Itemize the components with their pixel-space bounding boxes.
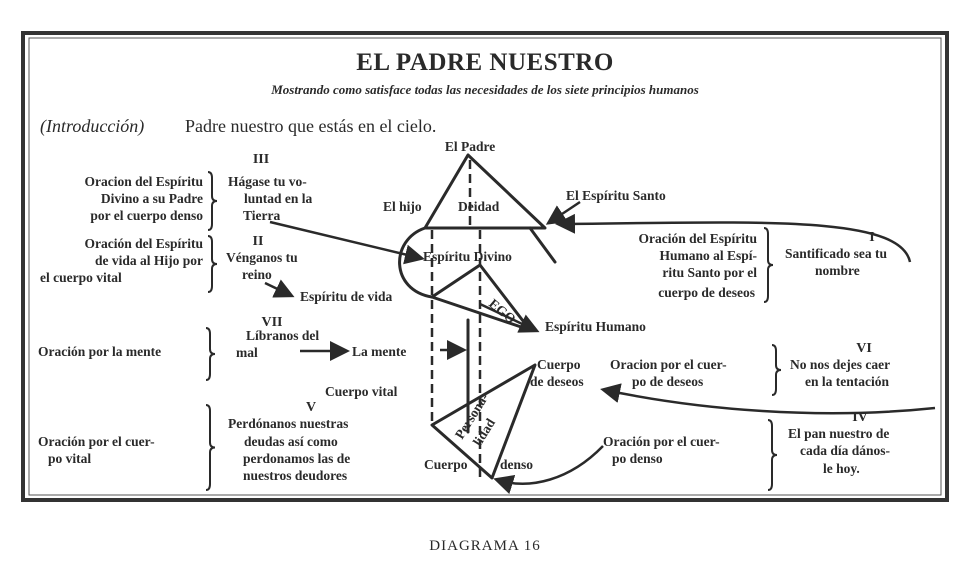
arrow-tierra: [269, 220, 425, 265]
petition-2: Oración del Espíritu de vida al Hijo por…: [40, 234, 298, 285]
brace-prayer-3: [207, 171, 218, 231]
svg-text:No nos dejes caer: No nos dejes caer: [790, 357, 890, 372]
label-cuerpo-deseos-2: de deseos: [530, 374, 584, 389]
svg-text:Santificado sea tu: Santificado sea tu: [785, 246, 888, 261]
svg-text:mal: mal: [236, 345, 258, 360]
svg-text:Oración del Espíritu: Oración del Espíritu: [638, 231, 757, 246]
personality-triangle: [430, 363, 537, 480]
svg-text:nombre: nombre: [815, 263, 860, 278]
spirit-circle-arc: [398, 226, 434, 299]
label-espiritu-de-vida: Espíritu de vida: [300, 289, 393, 304]
arrow-petition-6: [600, 383, 936, 415]
diagram-lines: [205, 153, 936, 495]
outer-frame: [21, 31, 949, 502]
intro-text: Padre nuestro que estás en el cielo.: [185, 116, 436, 136]
petition-3: Oracion del Espíritu Divino a su Padre p…: [84, 152, 312, 223]
deity-extension: [528, 226, 557, 264]
label-el-hijo: El hijo: [383, 199, 422, 214]
svg-text:Hágase tu vo-: Hágase tu vo-: [228, 174, 307, 189]
label-espiritu-humano: Espíritu Humano: [545, 319, 646, 334]
diagram-title: EL PADRE NUESTRO: [356, 49, 614, 76]
brace-prayer-6: [771, 344, 782, 396]
brace-prayer-7: [205, 327, 216, 381]
svg-text:nuestros deudores: nuestros deudores: [243, 468, 347, 483]
svg-text:cada día dános-: cada día dános-: [800, 443, 890, 458]
svg-text:Humano al Espí-: Humano al Espí-: [659, 248, 757, 263]
arrow-reino: [264, 279, 295, 298]
arrow-humano: [479, 302, 540, 333]
svg-text:IV: IV: [852, 410, 868, 425]
brace-prayer-1: [763, 227, 774, 303]
intro-label: (Introducción): [40, 116, 144, 137]
svg-text:po vital: po vital: [48, 451, 91, 466]
arrow-santo: [545, 200, 581, 225]
label-el-padre: El Padre: [445, 139, 495, 154]
diagram-subtitle: Mostrando como satisface todas las neces…: [270, 82, 699, 97]
label-espiritu-divino: Espíritu Divino: [423, 249, 512, 264]
diagram-caption: DIAGRAMA 16: [429, 538, 540, 554]
svg-text:VI: VI: [856, 341, 872, 356]
svg-text:perdonamos las de: perdonamos las de: [243, 451, 350, 466]
brace-prayer-4: [767, 419, 778, 491]
svg-text:cuerpo de deseos: cuerpo de deseos: [658, 285, 755, 300]
arrow-petition-4: [493, 445, 604, 495]
svg-text:Oración por el cuer-: Oración por el cuer-: [603, 434, 720, 449]
svg-text:VII: VII: [261, 315, 282, 330]
petition-1: Oración del Espíritu Humano al Espí- rit…: [638, 230, 887, 300]
svg-text:Tierra: Tierra: [243, 208, 280, 223]
label-deidad: Deidad: [458, 199, 500, 214]
petition-6: Oracion por el cuer- po de deseos VI No …: [610, 341, 890, 389]
svg-text:po denso: po denso: [612, 451, 663, 466]
svg-text:II: II: [253, 234, 264, 249]
label-cuerpo-deseos-1: Cuerpo: [537, 357, 581, 372]
label-la-mente: La mente: [352, 344, 406, 359]
petition-5: Oración por el cuer- po vital V Perdónan…: [38, 400, 350, 483]
svg-text:Oración por el cuer-: Oración por el cuer-: [38, 434, 155, 449]
svg-text:I: I: [869, 230, 874, 245]
ego-triangle: [430, 263, 532, 332]
label-cuerpo-denso-2: denso: [500, 457, 533, 472]
brace-prayer-2: [207, 235, 218, 293]
brace-prayer-5: [205, 404, 216, 491]
label-espiritu-santo: El Espíritu Santo: [566, 188, 666, 203]
svg-text:de vida al Hijo por: de vida al Hijo por: [95, 253, 203, 268]
svg-text:Oración por la mente: Oración por la mente: [38, 344, 161, 359]
svg-text:Divino a su Padre: Divino a su Padre: [101, 191, 203, 206]
petition-4: Oración por el cuer- po denso IV El pan …: [603, 410, 890, 476]
svg-text:el cuerpo vital: el cuerpo vital: [40, 270, 122, 285]
svg-text:El pan nuestro de: El pan nuestro de: [788, 426, 889, 441]
svg-text:le hoy.: le hoy.: [823, 461, 860, 476]
deity-triangle: [423, 153, 547, 230]
svg-text:Perdónanos nuestras: Perdónanos nuestras: [228, 416, 348, 431]
svg-text:por el cuerpo denso: por el cuerpo denso: [90, 208, 203, 223]
svg-text:reino: reino: [242, 267, 272, 282]
svg-text:luntad en la: luntad en la: [244, 191, 313, 206]
label-cuerpo-vital: Cuerpo vital: [325, 384, 398, 399]
svg-text:Oracion por el cuer-: Oracion por el cuer-: [610, 357, 727, 372]
svg-text:Oración del Espíritu: Oración del Espíritu: [84, 236, 203, 251]
arrow-petition-1: [555, 213, 912, 263]
svg-text:Líbranos del: Líbranos del: [246, 328, 319, 343]
svg-text:III: III: [253, 152, 269, 167]
svg-text:en la tentación: en la tentación: [805, 374, 889, 389]
svg-text:deudas así como: deudas así como: [244, 434, 338, 449]
svg-text:Vénganos tu: Vénganos tu: [226, 250, 298, 265]
inner-frame: [28, 37, 942, 496]
label-cuerpo-denso-1: Cuerpo: [424, 457, 468, 472]
svg-text:ritu Santo por el: ritu Santo por el: [662, 265, 757, 280]
svg-text:V: V: [306, 400, 316, 415]
petition-7: Oración por la mente VII Líbranos del ma…: [38, 315, 319, 360]
svg-text:Oracion del Espíritu: Oracion del Espíritu: [84, 174, 203, 189]
svg-text:po de deseos: po de deseos: [632, 374, 703, 389]
